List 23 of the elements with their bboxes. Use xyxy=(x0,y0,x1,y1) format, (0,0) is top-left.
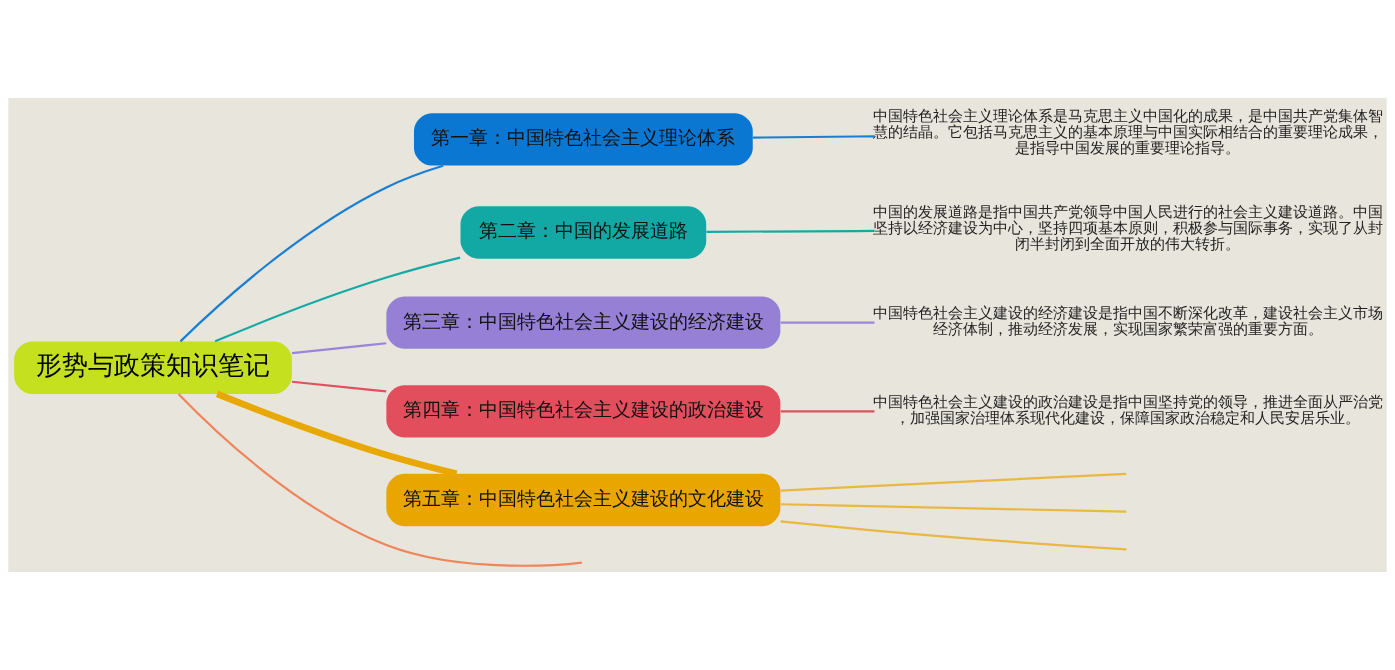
connector xyxy=(215,390,458,477)
node-box: 第一章：中国特色社会主义理论体系 xyxy=(413,113,753,166)
node-box: 第四章：中国特色社会主义建设的政治建设 xyxy=(386,385,781,438)
connector xyxy=(177,393,582,567)
connector xyxy=(706,229,875,233)
node-box: 第五章：中国特色社会主义建设的文化建设 xyxy=(386,473,781,527)
node-text: 中国的发展道路是指中国共产党领导中国人民进行的社会主义建设道路。中国坚持以经济建设为中心，坚持四项基本原则，积极参与国际事务，实现了从封闭半封闭到全面开放的伟大转折。 xyxy=(872,204,1383,253)
connector xyxy=(291,380,387,393)
node-box: 形势与政策知识笔记 xyxy=(14,341,292,394)
connector xyxy=(752,135,875,139)
connector xyxy=(179,164,444,343)
node-box: 第二章：中国的发展道路 xyxy=(460,206,707,259)
connector xyxy=(780,472,1127,492)
node-box: 第三章：中国特色社会主义建设的经济建设 xyxy=(386,296,781,349)
connector xyxy=(780,321,875,324)
node-text: 中国特色社会主义建设的经济建设是指中国不断深化改革，建设社会主义市场经济体制，推动经济发展，实现国家繁荣富强的重要方面。 xyxy=(872,305,1383,338)
connector xyxy=(780,520,1127,551)
node-text: 中国特色社会主义理论体系是马克思主义中国化的成果，是中国共产党集体智慧的结晶。它包括马克思主义的基本原理与中国实际相结合的重要理论成果，是指导中国发展的重要理论指导。 xyxy=(872,108,1383,157)
connector xyxy=(291,342,387,355)
connector xyxy=(214,256,461,343)
connector xyxy=(780,410,875,413)
node-text: 中国特色社会主义建设的政治建设是指中国坚持党的领导，推进全面从严治党，加强国家治理体系现代化建设，保障国家政治稳定和人民安居乐业。 xyxy=(872,393,1383,426)
connector xyxy=(780,503,1127,513)
